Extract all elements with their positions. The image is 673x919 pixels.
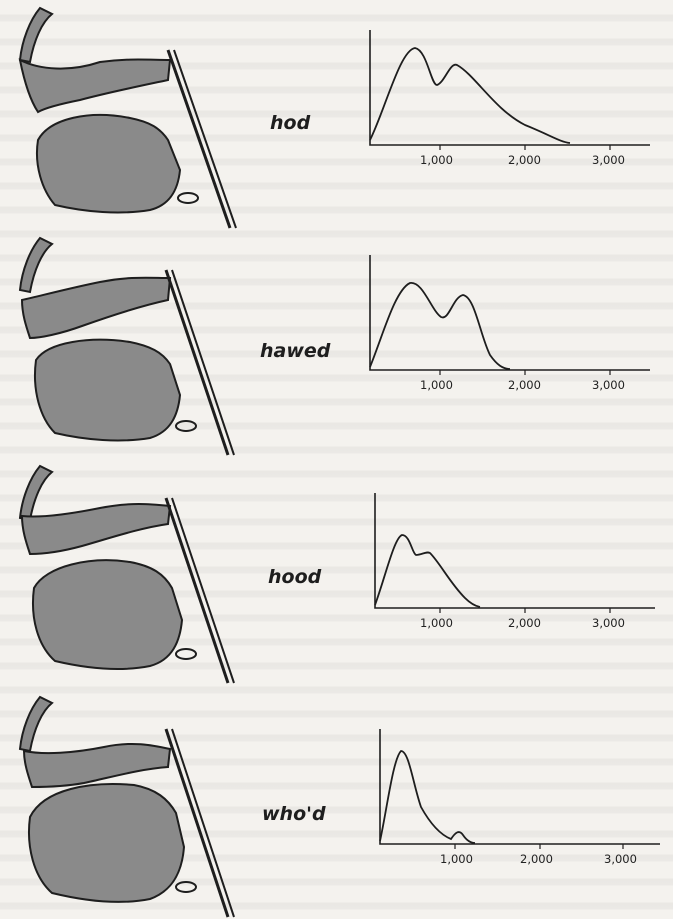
vocal-tract-diagram xyxy=(0,230,240,460)
tick-label: 1,000 xyxy=(440,852,473,866)
vocal-tract-diagram xyxy=(0,458,240,688)
spectrum-plot xyxy=(370,493,660,633)
figure-row-hod: hod 1,000 2,000 3,000 xyxy=(0,0,673,230)
tick-label: 2,000 xyxy=(508,378,541,392)
figure-row-whod: who'd 1,000 2,000 3,000 xyxy=(0,689,673,919)
figure-row-hood: hood 1,000 2,000 3,000 xyxy=(0,458,673,688)
vocal-tract-diagram xyxy=(0,0,240,230)
word-label: hod xyxy=(270,112,310,134)
tick-label: 1,000 xyxy=(420,378,453,392)
tick-label: 3,000 xyxy=(592,378,625,392)
spectrum-plot xyxy=(375,729,665,869)
tick-label: 1,000 xyxy=(420,616,453,630)
word-label: who'd xyxy=(262,803,326,825)
word-label: hawed xyxy=(260,340,330,362)
tick-label: 2,000 xyxy=(508,153,541,167)
figure-row-hawed: hawed 1,000 2,000 3,000 xyxy=(0,230,673,460)
spectrum-plot xyxy=(365,30,655,170)
tick-label: 2,000 xyxy=(520,852,553,866)
vocal-tract-diagram xyxy=(0,689,240,919)
spectrum-plot xyxy=(365,255,655,395)
word-label: hood xyxy=(268,566,321,588)
tick-label: 2,000 xyxy=(508,616,541,630)
tick-label: 1,000 xyxy=(420,153,453,167)
tick-label: 3,000 xyxy=(604,852,637,866)
tick-label: 3,000 xyxy=(592,153,625,167)
tick-label: 3,000 xyxy=(592,616,625,630)
